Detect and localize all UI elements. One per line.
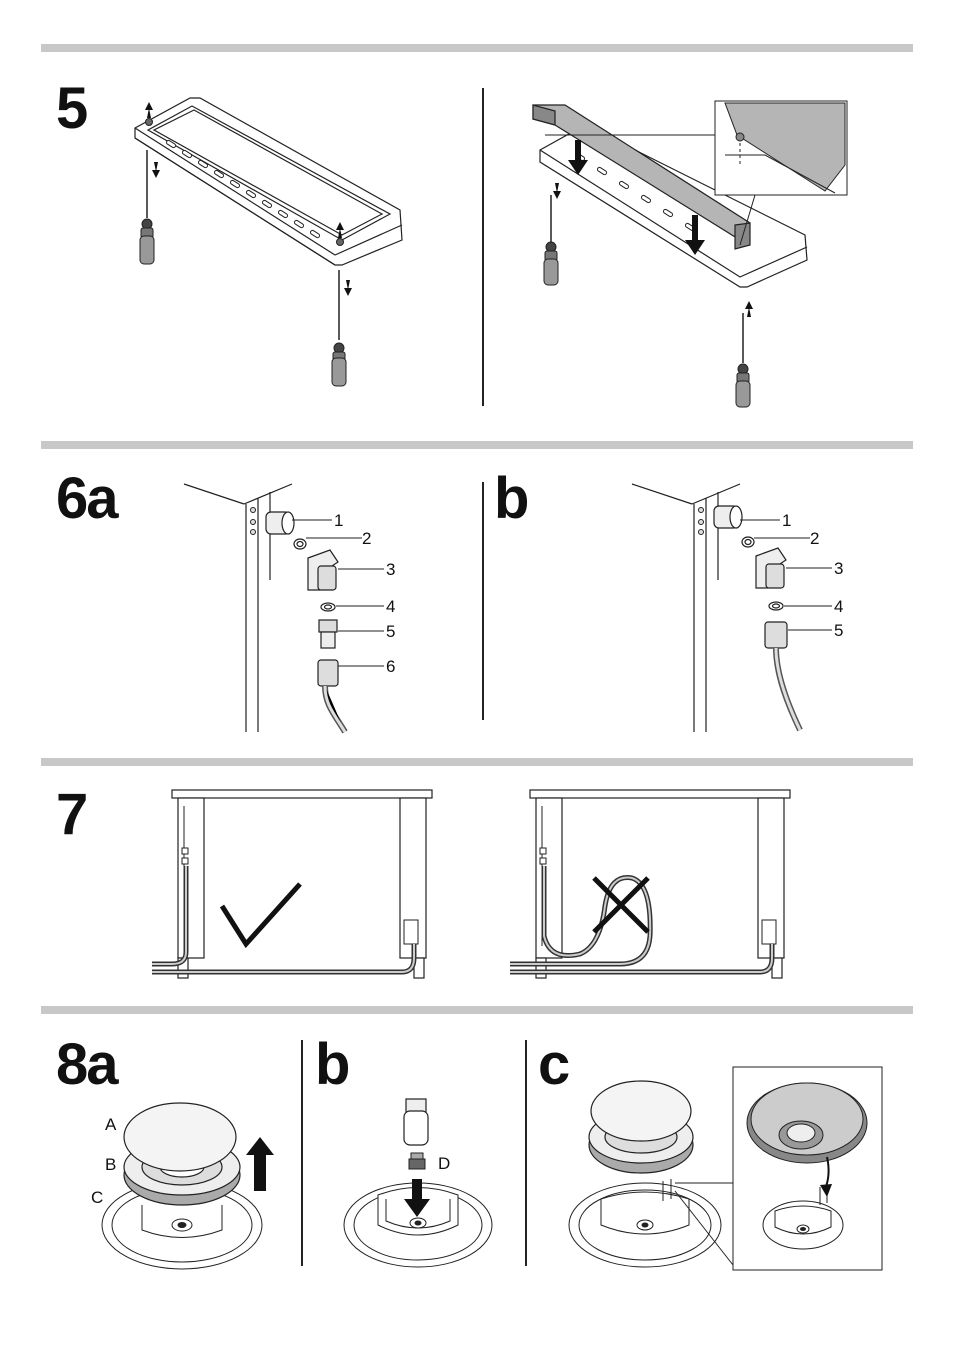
step-8a-number: 8a — [56, 1036, 117, 1094]
step-8a-figure — [100, 1095, 280, 1275]
step-7-figure-correct — [152, 786, 442, 981]
step-6a-number: 6a — [56, 470, 117, 528]
callout-6b-2: 2 — [810, 530, 819, 547]
section-rule-8 — [41, 1006, 913, 1014]
callout-8a-A: A — [105, 1116, 116, 1133]
callout-6a-6: 6 — [386, 658, 395, 675]
step-6a-figure — [180, 480, 420, 735]
callout-6a-3: 3 — [386, 561, 395, 578]
divider-8ab — [301, 1040, 303, 1266]
callout-8a-B: B — [105, 1156, 116, 1173]
section-rule-7 — [41, 758, 913, 766]
step-7-figure-incorrect — [510, 786, 800, 981]
callout-6b-5: 5 — [834, 622, 843, 639]
callout-6b-4: 4 — [834, 598, 843, 615]
callout-6a-4: 4 — [386, 598, 395, 615]
step-7-number: 7 — [56, 786, 86, 844]
callout-8a-C: C — [91, 1189, 103, 1206]
section-rule-top — [41, 44, 913, 52]
step-5-figure-right — [525, 95, 855, 410]
callout-6a-5: 5 — [386, 623, 395, 640]
callout-6a-1: 1 — [334, 512, 343, 529]
callout-6b-1: 1 — [782, 512, 791, 529]
step-5-figure-left — [120, 90, 420, 400]
callout-6b-3: 3 — [834, 560, 843, 577]
divider-6 — [482, 482, 484, 720]
callout-6a-2: 2 — [362, 530, 371, 547]
step-5-number: 5 — [56, 80, 86, 138]
step-8b-figure — [340, 1095, 500, 1275]
step-8c-figure — [565, 1065, 885, 1275]
step-8c-number: c — [538, 1036, 568, 1094]
callout-8b-D: D — [438, 1155, 450, 1172]
step-6b-number: b — [494, 470, 527, 528]
divider-5 — [482, 88, 484, 406]
section-rule-6 — [41, 441, 913, 449]
step-6b-figure — [628, 480, 858, 735]
divider-8bc — [525, 1040, 527, 1266]
step-8b-number: b — [315, 1036, 348, 1094]
